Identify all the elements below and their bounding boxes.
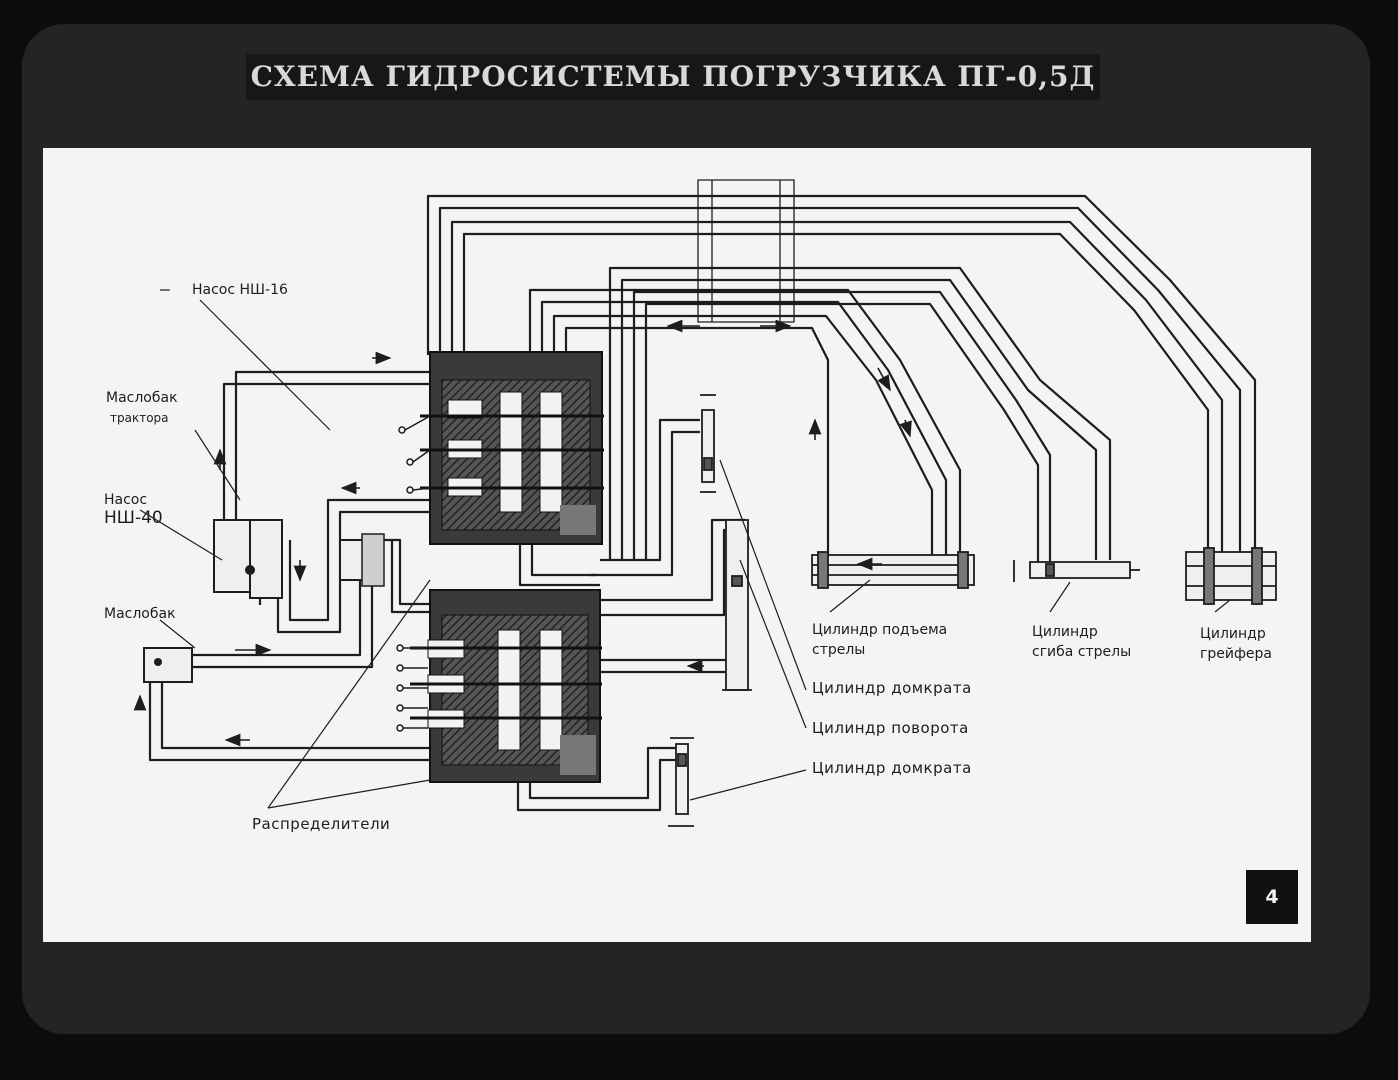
tractor-tank-label-line2: трактора: [110, 411, 169, 425]
boom-lift-cylinder-label-line2: стрелы: [812, 642, 866, 658]
leader-lines: [139, 289, 1231, 809]
turn-cylinder: [722, 519, 752, 691]
oil-tank-label: Маслобак: [104, 606, 176, 622]
upper-distributor: [420, 351, 604, 545]
oil-tank: [143, 647, 193, 683]
title-plate: [246, 54, 1100, 100]
boom-lift-cylinder: [811, 551, 975, 589]
control-levers: [396, 415, 431, 732]
pump-ns16-label: Насос НШ-16: [192, 282, 288, 298]
flow-arrows: [133, 319, 912, 747]
distributors-label: Распределители: [252, 815, 391, 833]
grab-cylinder-label-line2: грейфера: [1200, 646, 1273, 662]
pump-ns40-label-line2: НШ-40: [104, 508, 163, 528]
tractor-tank-label-line1: Маслобак: [106, 390, 178, 406]
slide-title: СХЕМА ГИДРОСИСТЕМЫ ПОГРУЗЧИКА ПГ-0,5Д: [250, 60, 1096, 93]
manifold-block: [339, 533, 385, 587]
frame-number-badge: 4: [1246, 870, 1298, 924]
boom-bend-cylinder-label-line2: сгиба стрелы: [1032, 644, 1132, 660]
pump-ns40-label-line1: Насос: [104, 492, 148, 508]
jack-cylinder-upper-label: Цилиндр домкрата: [812, 679, 972, 697]
pipelines: [148, 179, 1257, 812]
turn-cylinder-label: Цилиндр поворота: [812, 719, 969, 737]
grab-cylinder: [1185, 547, 1277, 605]
pump-ns40: [213, 519, 283, 599]
jack-cylinder-lower-label: Цилиндр домкрата: [812, 759, 972, 777]
grab-cylinder-label-line1: Цилиндр: [1200, 626, 1266, 642]
jack-cylinder-upper: [700, 394, 716, 493]
boom-bend-cylinder: [1013, 560, 1140, 582]
lower-distributor: [410, 589, 602, 783]
boom-bend-cylinder-label-line1: Цилиндр: [1032, 624, 1098, 640]
jack-cylinder-lower: [668, 737, 694, 827]
boom-lift-cylinder-label-line1: Цилиндр подъема: [812, 622, 948, 638]
